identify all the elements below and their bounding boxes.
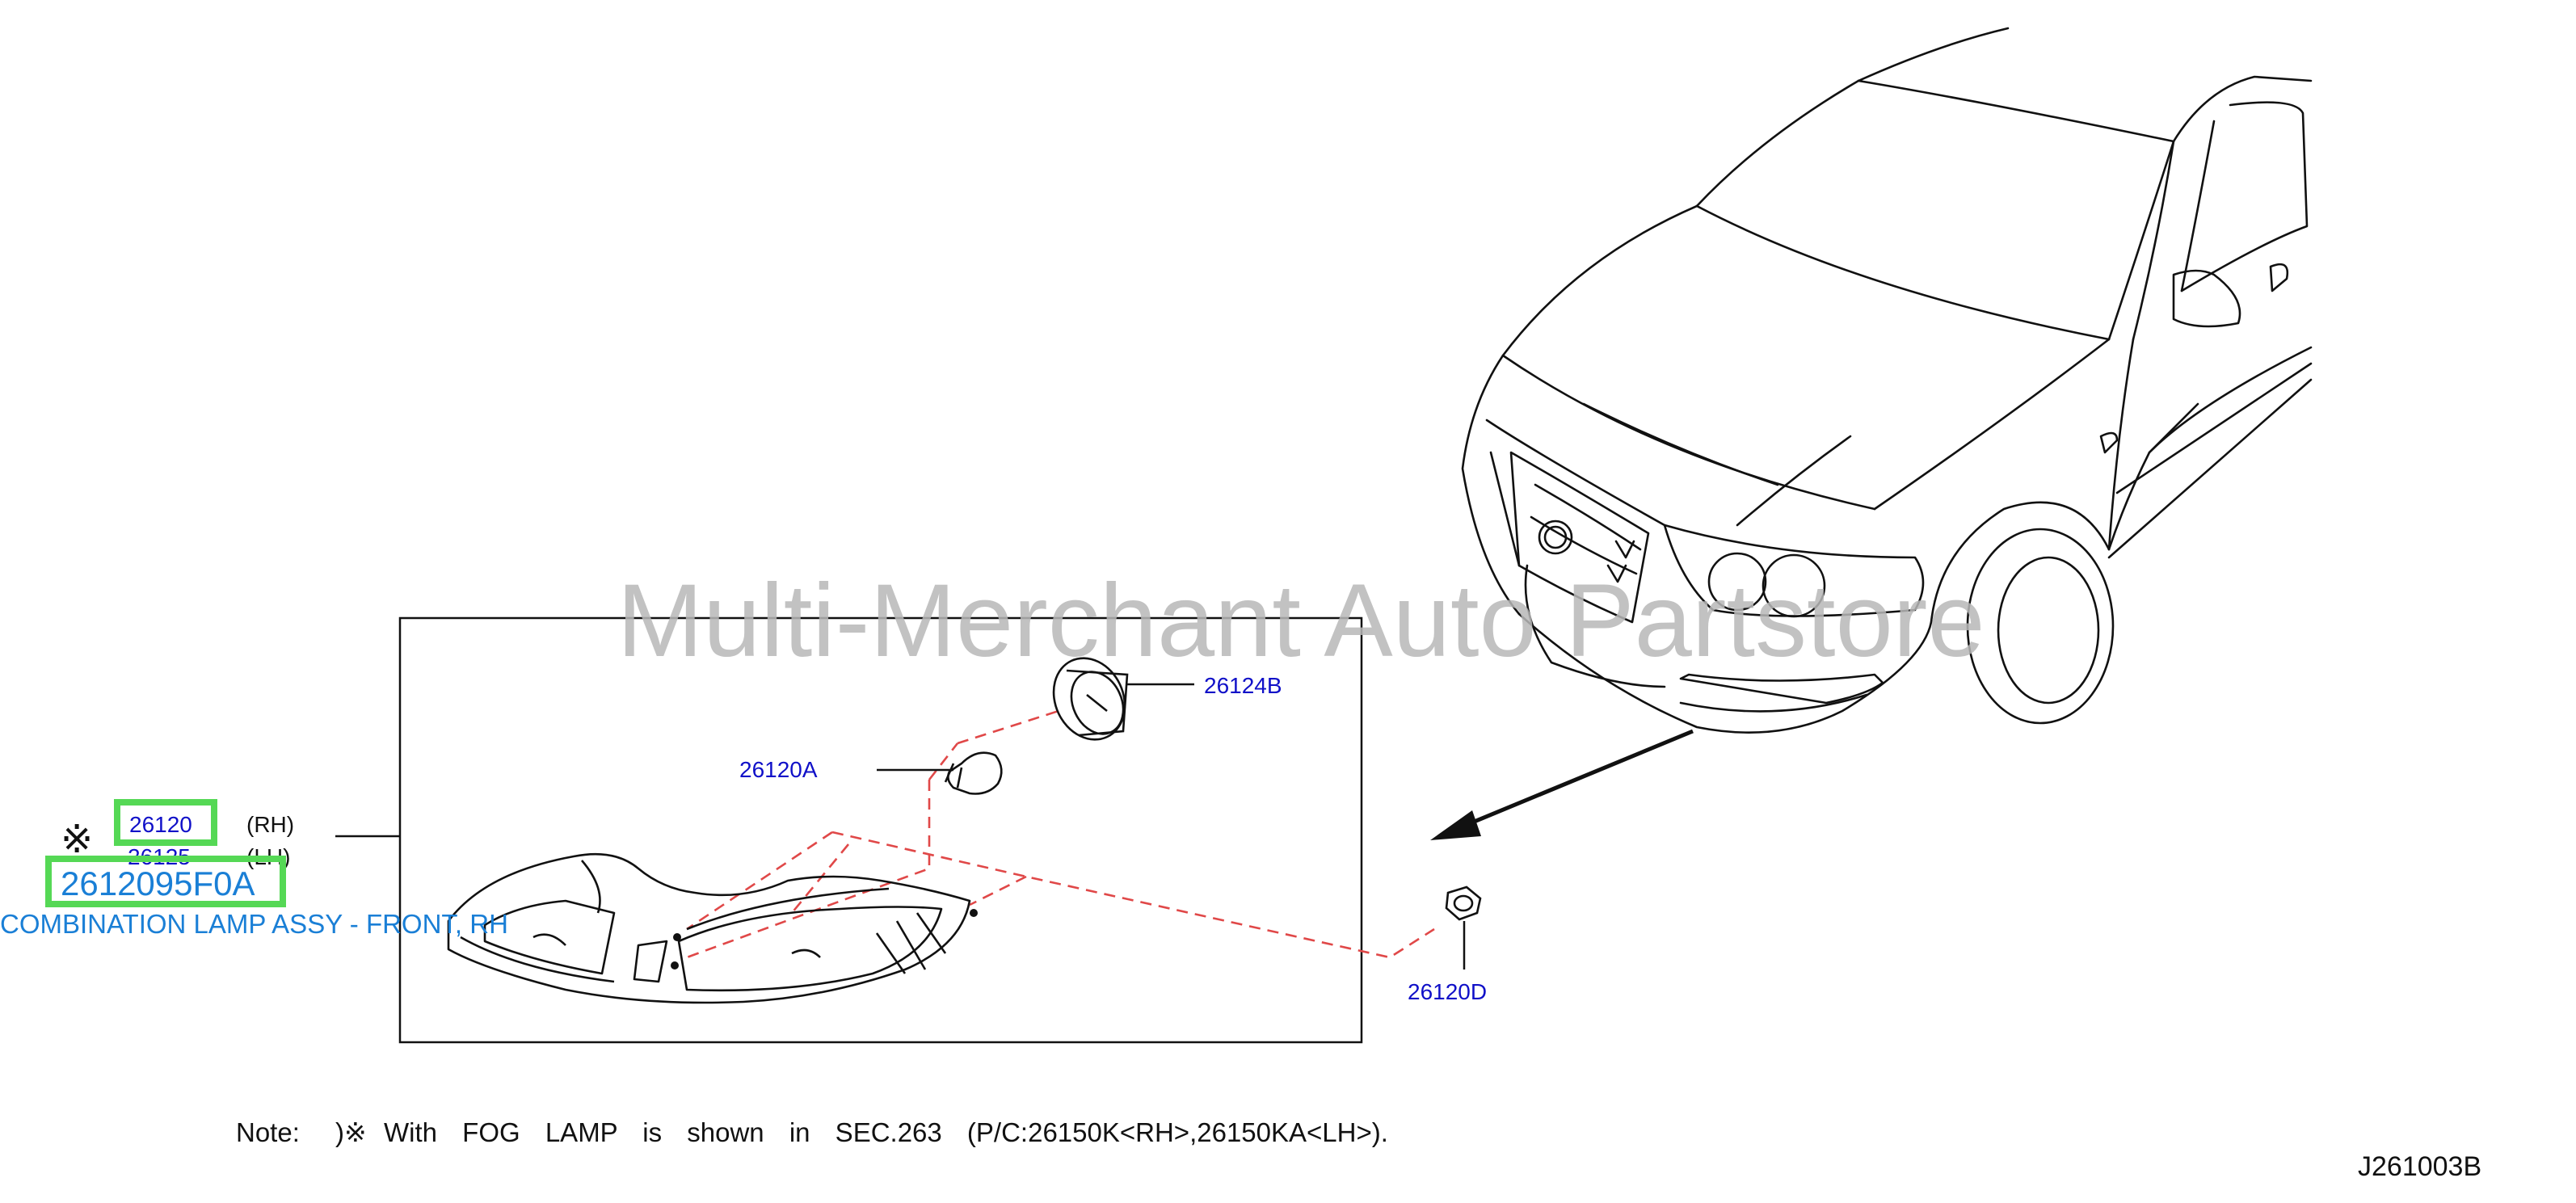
nut-part-number[interactable]: 26120D <box>1408 979 1487 1004</box>
selected-part-number[interactable]: 2612095F0A <box>61 864 255 902</box>
selected-part-description[interactable]: COMBINATION LAMP ASSY - FRONT, RH <box>0 909 508 939</box>
lamp-mount-point <box>671 961 679 970</box>
watermark: Multi-Merchant Auto Partstore <box>617 563 1985 679</box>
note-symbol: )※ <box>335 1117 367 1147</box>
socket-part-number[interactable]: 26124B <box>1204 673 1282 698</box>
combination-lamp-housing <box>447 852 971 1004</box>
bulb-part <box>944 751 1003 795</box>
assy-rh-side-label: (RH) <box>246 812 294 837</box>
assy-rh-part-number[interactable]: 26120 <box>129 812 192 837</box>
nut-part <box>1445 885 1482 921</box>
bulb-part-number[interactable]: 26120A <box>739 757 818 782</box>
figure-code: J261003B <box>2358 1151 2481 1182</box>
lamp-mount-point <box>970 909 978 917</box>
vehicle-illustration <box>1461 27 2313 734</box>
socket-part <box>1052 657 1129 741</box>
note-text: With FOG LAMP is shown in SEC.263 (P/C:2… <box>384 1117 1388 1147</box>
detail-frame <box>398 616 1363 1044</box>
lamp-mount-point <box>673 933 681 941</box>
assy-rh-highlight-box <box>114 799 217 846</box>
assembly-dashed-leaders <box>686 709 1435 959</box>
detail-pointer-arrow <box>1430 729 1694 840</box>
note-label: Note: <box>236 1117 300 1147</box>
reference-mark: ※ <box>61 818 93 861</box>
selected-part-number-box <box>45 856 286 907</box>
